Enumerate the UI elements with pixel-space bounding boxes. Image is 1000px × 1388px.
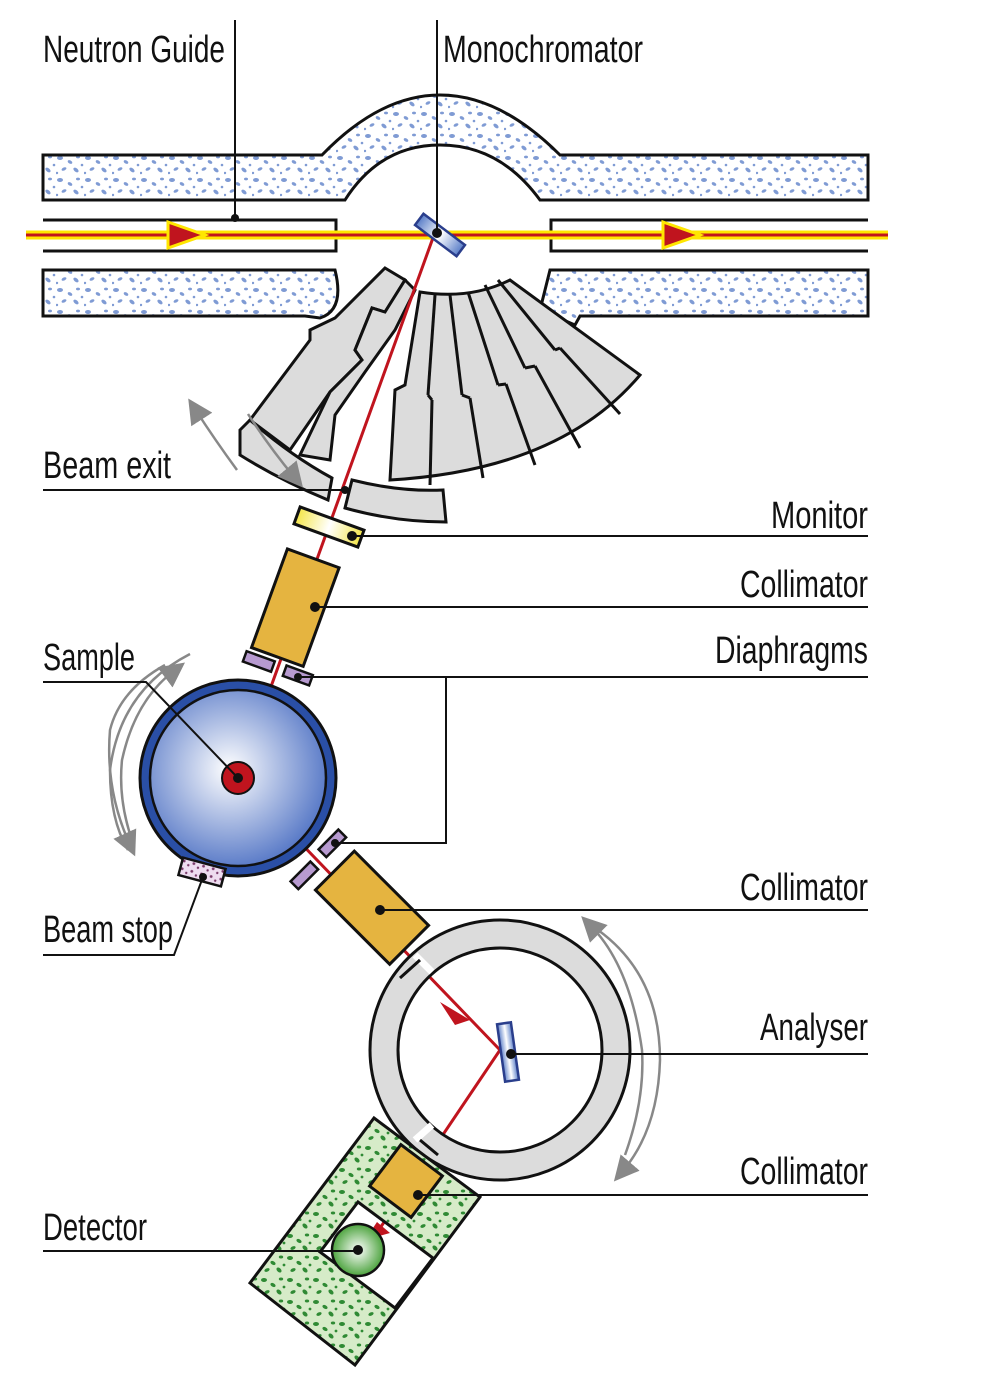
label-collimator-2: Collimator xyxy=(740,867,868,909)
label-monochromator: Monochromator xyxy=(443,29,643,71)
label-collimator-3: Collimator xyxy=(740,1151,868,1193)
label-diaphragms: Diaphragms xyxy=(715,630,868,672)
analyser-crystal xyxy=(495,1020,521,1084)
collimator-2 xyxy=(313,849,431,967)
incident-beam xyxy=(26,219,888,251)
beam-arrow-icon xyxy=(440,1002,470,1025)
beam-direction-arrow-icon xyxy=(166,219,210,251)
leader-lines xyxy=(43,20,868,1252)
drum-rotation-arrows-icon xyxy=(188,398,304,488)
label-collimator-1: Collimator xyxy=(740,564,868,606)
collimator-3 xyxy=(367,1142,445,1220)
analyser-rotation-arrows-icon xyxy=(581,916,662,1182)
monitor xyxy=(292,504,366,550)
beam-direction-arrow-icon xyxy=(661,219,705,251)
label-monitor: Monitor xyxy=(771,495,868,537)
label-detector: Detector xyxy=(43,1207,147,1249)
monochromator-crystal xyxy=(413,212,467,258)
label-beam-exit: Beam exit xyxy=(43,445,171,487)
guide-shielding xyxy=(41,93,870,327)
label-sample: Sample xyxy=(43,637,135,679)
labels: Neutron Guide Monochromator Beam exit Mo… xyxy=(43,29,868,1249)
label-analyser: Analyser xyxy=(760,1007,868,1049)
label-beam-stop: Beam stop xyxy=(43,909,173,951)
label-neutron-guide: Neutron Guide xyxy=(43,29,225,71)
monochromator-drum xyxy=(238,266,643,524)
beam-stop xyxy=(176,856,228,888)
